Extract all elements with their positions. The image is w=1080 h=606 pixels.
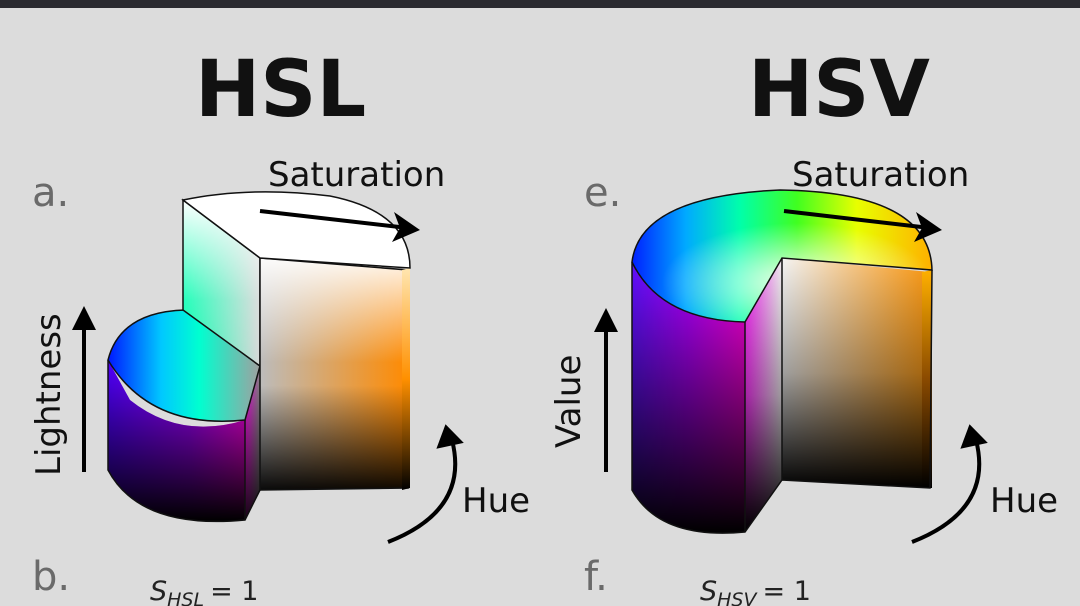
hsv-formula: SHSV= 1 [700, 576, 811, 606]
hsv-saturation-label: Saturation [792, 155, 969, 195]
hsl-formula: SHSL= 1 [150, 576, 258, 606]
hsl-hue-arrowhead-icon [436, 424, 464, 449]
hsl-lightness-arrowhead-icon [72, 306, 96, 330]
hsv-bottom-letter: f. [584, 554, 608, 600]
hsv-saturation-arrow-icon [783, 209, 931, 230]
hsv-cylinder-shape [631, 189, 933, 534]
hsl-hue-arrow-icon [387, 439, 458, 544]
hsv-value-arrowhead-icon [594, 308, 618, 332]
hsv-hue-arrow-icon [911, 439, 982, 544]
hsl-saturation-arrowhead-icon [392, 212, 420, 242]
hsv-hue-label: Hue [990, 481, 1058, 521]
hsl-title: HSL [195, 45, 366, 135]
hsl-saturation-arrow-icon [259, 209, 409, 230]
hsl-cylinder-shape [107, 191, 411, 523]
hsl-lightness-label: Lightness [29, 313, 69, 476]
hsv-hue-arrowhead-icon [960, 424, 988, 449]
hsv-title: HSV [748, 45, 930, 135]
hsl-saturation-label: Saturation [268, 155, 445, 195]
hsl-bottom-letter: b. [32, 554, 70, 600]
hsv-saturation-arrowhead-icon [914, 212, 942, 242]
hsl-hue-label: Hue [462, 481, 530, 521]
hsv-top-letter: e. [584, 170, 621, 216]
top-bar [0, 0, 1080, 8]
hsv-value-label: Value [549, 355, 589, 448]
hsl-top-letter: a. [32, 170, 69, 216]
